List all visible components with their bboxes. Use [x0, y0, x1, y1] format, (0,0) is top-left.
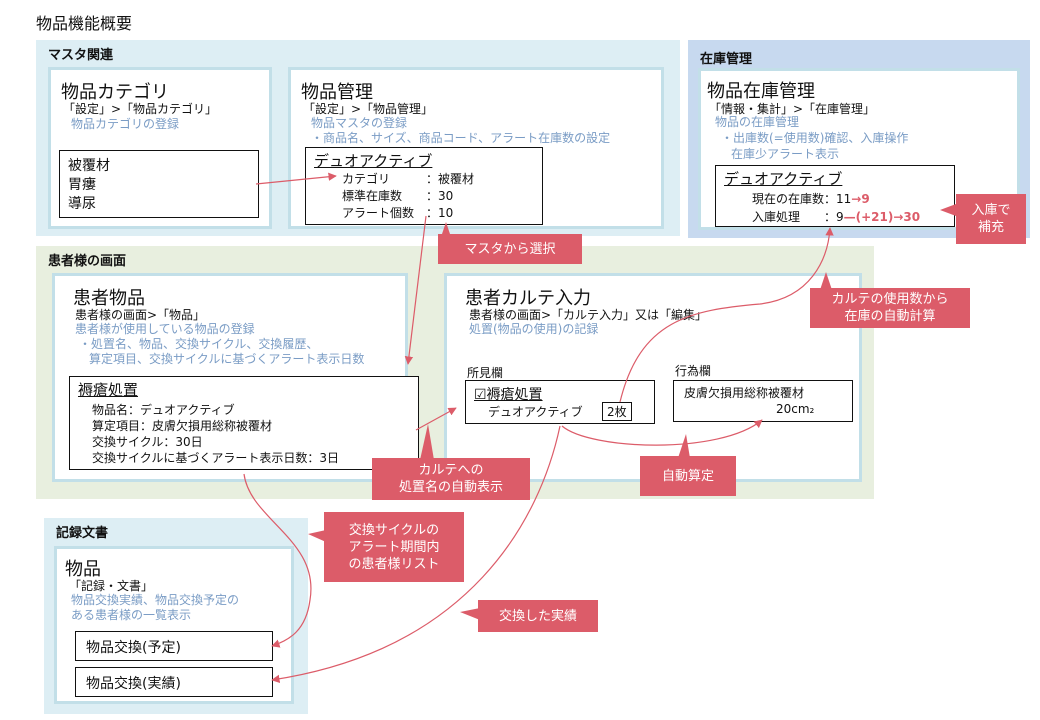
patient-item-desc-detail: ・処置名、物品、交換サイクル、交換履歴、 [79, 337, 319, 351]
callout-auto-display: カルテへの 処置名の自動表示 [372, 458, 530, 500]
callout-text: カルテへの [418, 463, 484, 478]
karte-desc: 処置(物品の使用)の記録 [469, 322, 599, 336]
exchange-planned-button[interactable]: 物品交換(予定) [75, 631, 273, 661]
callout-auto-billing: 自動算定 [640, 456, 736, 496]
callout-master-select: マスタから選択 [438, 234, 582, 264]
stock-card-path: 「情報・集計」>「在庫管理」 [709, 102, 876, 116]
item-master-desc: 物品マスタの登録 [311, 116, 408, 130]
callout-text: 在庫の自動計算 [844, 309, 936, 324]
action-line2: 20cm₂ [776, 402, 815, 416]
stock-card-desc-detail: ・出庫数(=使用数)確認、入庫操作 [721, 131, 909, 145]
category-item: 胃瘻 [68, 177, 96, 193]
category-card: 物品カテゴリ 「設定」>「物品カテゴリ」 物品カテゴリの登録 被覆材 胃瘻 導尿 [48, 67, 272, 229]
callout-patient-list: 交換サイクルの アラート期間内 の患者様リスト [324, 512, 464, 582]
patient-item-title: 患者物品 [73, 288, 145, 309]
action-box: 皮膚欠損用総称被覆材 20cm₂ [673, 380, 853, 422]
item-master-value: ：被覆材 [426, 172, 475, 186]
callout-pointer [460, 608, 480, 620]
findings-box-title: ☑褥瘡処置 [474, 387, 543, 403]
findings-box: ☑褥瘡処置 デュオアクティブ 2枚 [465, 380, 655, 424]
findings-label: 所見欄 [467, 366, 504, 380]
stock-box-title: デュオアクティブ [724, 170, 843, 188]
stock-card-desc-alert: 在庫少アラート表示 [731, 147, 840, 161]
stock-incoming-label: 入庫処理 ：9 [752, 210, 844, 224]
stock-card-title: 物品在庫管理 [707, 81, 815, 102]
stock-current-label: 現在の在庫数：11 [752, 192, 852, 206]
stock-card-desc: 物品の在庫管理 [715, 115, 800, 129]
stock-section-title: 在庫管理 [700, 52, 753, 67]
category-list-box: 被覆材 胃瘻 導尿 [59, 150, 259, 218]
patient-section-title: 患者様の画面 [48, 254, 127, 269]
category-card-title: 物品カテゴリ [61, 82, 169, 103]
item-master-box-title: デュオアクティブ [314, 152, 433, 170]
stock-current-arrow: →9 [851, 192, 870, 206]
callout-auto-calc: カルテの使用数から 在庫の自動計算 [810, 288, 970, 328]
callout-text: カルテの使用数から [831, 292, 949, 307]
callout-text: の患者様リスト [348, 556, 440, 572]
stock-incoming-red: —(+21)→30 [843, 210, 921, 224]
category-card-path: 「設定」>「物品カテゴリ」 [63, 102, 218, 116]
patient-item-line: 算定項目：皮膚欠損用総称被覆材 [92, 419, 273, 433]
callout-text: 処置名の自動表示 [398, 480, 503, 495]
findings-item: デュオアクティブ [488, 405, 583, 419]
records-card: 物品 「記録・文書」 物品交換実績、物品交換予定の ある患者様の一覧表示 物品交… [54, 546, 294, 704]
patient-item-line: 物品名：デュオアクティブ [92, 403, 235, 417]
category-card-desc: 物品カテゴリの登録 [71, 117, 180, 131]
callout-text: 入庫で [971, 203, 1011, 218]
callout-text: 補充 [977, 220, 1004, 235]
records-card-title: 物品 [65, 559, 101, 580]
patient-item-line: 交換サイクルに基づくアラート表示日数：3日 [92, 451, 340, 465]
item-master-box: デュオアクティブ カテゴリ ：被覆材 標準在庫数 ：30 アラート個数 ：10 [305, 147, 543, 225]
exchange-planned-label: 物品交換(予定) [86, 640, 181, 656]
action-line1: 皮膚欠損用総称被覆材 [684, 386, 805, 400]
patient-item-box-title: 褥瘡処置 [78, 381, 139, 399]
callout-text: 交換サイクルの [348, 522, 440, 538]
patient-item-box: 褥瘡処置 物品名：デュオアクティブ 算定項目：皮膚欠損用総称被覆材 交換サイクル… [69, 376, 419, 470]
patient-item-line: 交換サイクル：30日 [92, 435, 203, 449]
stock-card: 物品在庫管理 「情報・集計」>「在庫管理」 物品の在庫管理 ・出庫数(=使用数)… [698, 68, 1020, 230]
callout-restock: 入庫で 補充 [956, 194, 1026, 244]
stock-box: デュオアクティブ 現在の在庫数：11→9 入庫処理 ：9—(+21)→30 [715, 165, 955, 227]
action-label: 行為欄 [675, 364, 712, 378]
item-master-label: 標準在庫数 [342, 189, 403, 203]
records-card-desc: 物品交換実績、物品交換予定の [71, 593, 240, 607]
records-section-title: 記録文書 [56, 526, 109, 541]
records-card-path: 「記録・文書」 [69, 579, 154, 593]
karte-card: 患者カルテ入力 患者様の画面>「カルテ入力」又は「編集」 処置(物品の使用)の記… [444, 273, 862, 482]
stock-current: 現在の在庫数：11→9 [752, 190, 870, 207]
karte-path: 患者様の画面>「カルテ入力」又は「編集」 [469, 308, 708, 322]
stock-incoming: 入庫処理 ：9—(+21)→30 [752, 208, 920, 225]
item-master-card: 物品管理 「設定」>「物品管理」 物品マスタの登録 ・商品名、サイズ、商品コード… [288, 67, 664, 229]
master-section-title: マスタ関連 [48, 48, 114, 63]
records-card-desc2: ある患者様の一覧表示 [71, 608, 192, 622]
item-master-value: ：30 [426, 189, 454, 203]
category-item: 導尿 [68, 196, 96, 212]
item-master-title: 物品管理 [301, 82, 373, 103]
item-master-desc-detail: ・商品名、サイズ、商品コード、アラート在庫数の設定 [311, 131, 611, 145]
item-master-label: アラート個数 [342, 206, 415, 220]
callout-actual-exchange: 交換した実績 [478, 600, 598, 632]
karte-title: 患者カルテ入力 [465, 288, 591, 309]
patient-item-card: 患者物品 患者様の画面>「物品」 患者様が使用している物品の登録 ・処置名、物品… [52, 273, 419, 482]
item-master-path: 「設定」>「物品管理」 [303, 102, 434, 116]
page-title: 物品機能概要 [36, 14, 133, 33]
exchange-actual-button[interactable]: 物品交換(実績) [75, 667, 273, 697]
patient-item-desc-detail2: 算定項目、交換サイクルに基づくアラート表示日数 [89, 352, 365, 366]
item-master-value: ：10 [426, 206, 454, 220]
category-item: 被覆材 [68, 158, 110, 174]
callout-text: アラート期間内 [348, 539, 440, 555]
findings-qty: 2枚 [602, 402, 632, 421]
exchange-actual-label: 物品交換(実績) [86, 676, 181, 692]
patient-item-path: 患者様の画面>「物品」 [75, 308, 206, 322]
patient-item-desc: 患者様が使用している物品の登録 [75, 322, 255, 336]
item-master-label: カテゴリ [342, 172, 391, 186]
